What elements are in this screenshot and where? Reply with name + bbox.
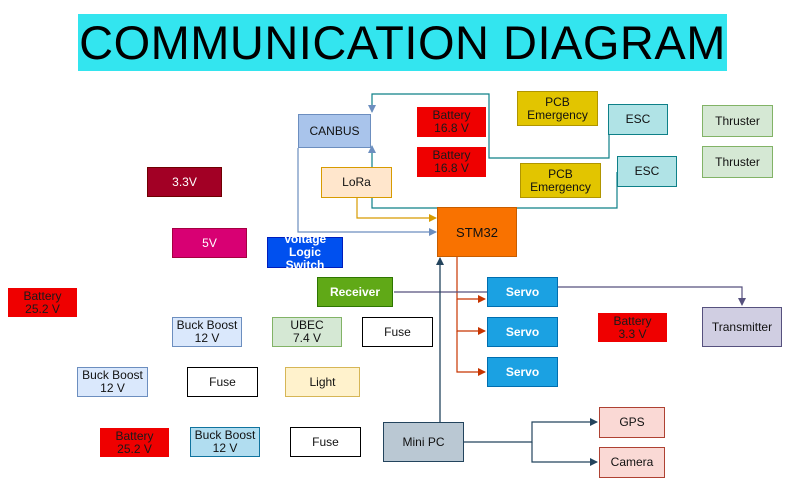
thruster-b: Thruster bbox=[702, 146, 773, 178]
pcb-emergency-a: PCB Emergency bbox=[517, 91, 598, 126]
servo-b: Servo bbox=[487, 317, 558, 347]
stm32-node: STM32 bbox=[437, 207, 517, 257]
gps-node: GPS bbox=[599, 407, 665, 438]
buck-boost-12v-c: Buck Boost 12 V bbox=[190, 427, 260, 457]
buck-boost-12v-a: Buck Boost 12 V bbox=[172, 317, 242, 347]
mini-pc-node: Mini PC bbox=[383, 422, 464, 462]
battery-25-2v-a: Battery 25.2 V bbox=[7, 287, 78, 318]
stm32-to-servo-b-wire bbox=[456, 299, 486, 335]
lora-to-stm32-wire bbox=[356, 198, 437, 222]
battery-25-2v-b: Battery 25.2 V bbox=[99, 427, 170, 458]
battery-16-8v-b: Battery 16.8 V bbox=[416, 146, 487, 178]
buck-boost-12v-b: Buck Boost 12 V bbox=[77, 367, 148, 397]
canbus-to-stm32-wire bbox=[297, 148, 437, 236]
minipc-to-camera-wire bbox=[531, 442, 598, 466]
light-node: Light bbox=[285, 367, 360, 397]
canbus-node: CANBUS bbox=[298, 114, 371, 148]
voltage-logic-switch: Voltage Logic Switch bbox=[267, 233, 343, 272]
battery-3-3v: Battery 3.3 V bbox=[597, 312, 668, 343]
transmitter-node: Transmitter bbox=[702, 307, 782, 347]
receiver-to-transmitter-wire bbox=[394, 286, 746, 306]
battery-16-8v-a: Battery 16.8 V bbox=[416, 106, 487, 138]
esc-a: ESC bbox=[608, 104, 668, 135]
ubec-7-4v: UBEC 7.4 V bbox=[272, 317, 342, 347]
esc-a-to-canbus-wire bbox=[368, 93, 610, 159]
rail-5v: 5V bbox=[172, 228, 247, 258]
servo-c: Servo bbox=[487, 357, 558, 387]
minipc-to-gps-wire bbox=[464, 418, 598, 443]
esc-b: ESC bbox=[617, 156, 677, 187]
stm32-to-servo-c-wire bbox=[456, 331, 486, 376]
receiver-node: Receiver bbox=[317, 277, 393, 307]
fuse-a: Fuse bbox=[362, 317, 433, 347]
servo-a: Servo bbox=[487, 277, 558, 307]
lora-node: LoRa bbox=[321, 167, 392, 198]
fuse-c: Fuse bbox=[290, 427, 361, 457]
stm32-to-servo-a-wire bbox=[456, 257, 486, 303]
fuse-b: Fuse bbox=[187, 367, 258, 397]
thruster-a: Thruster bbox=[702, 105, 773, 137]
camera-node: Camera bbox=[599, 447, 665, 478]
rail-3-3v: 3.3V bbox=[147, 167, 222, 197]
diagram-title: COMMUNICATION DIAGRAM bbox=[79, 16, 726, 69]
pcb-emergency-b: PCB Emergency bbox=[520, 163, 601, 198]
title-banner: COMMUNICATION DIAGRAM bbox=[78, 14, 727, 71]
